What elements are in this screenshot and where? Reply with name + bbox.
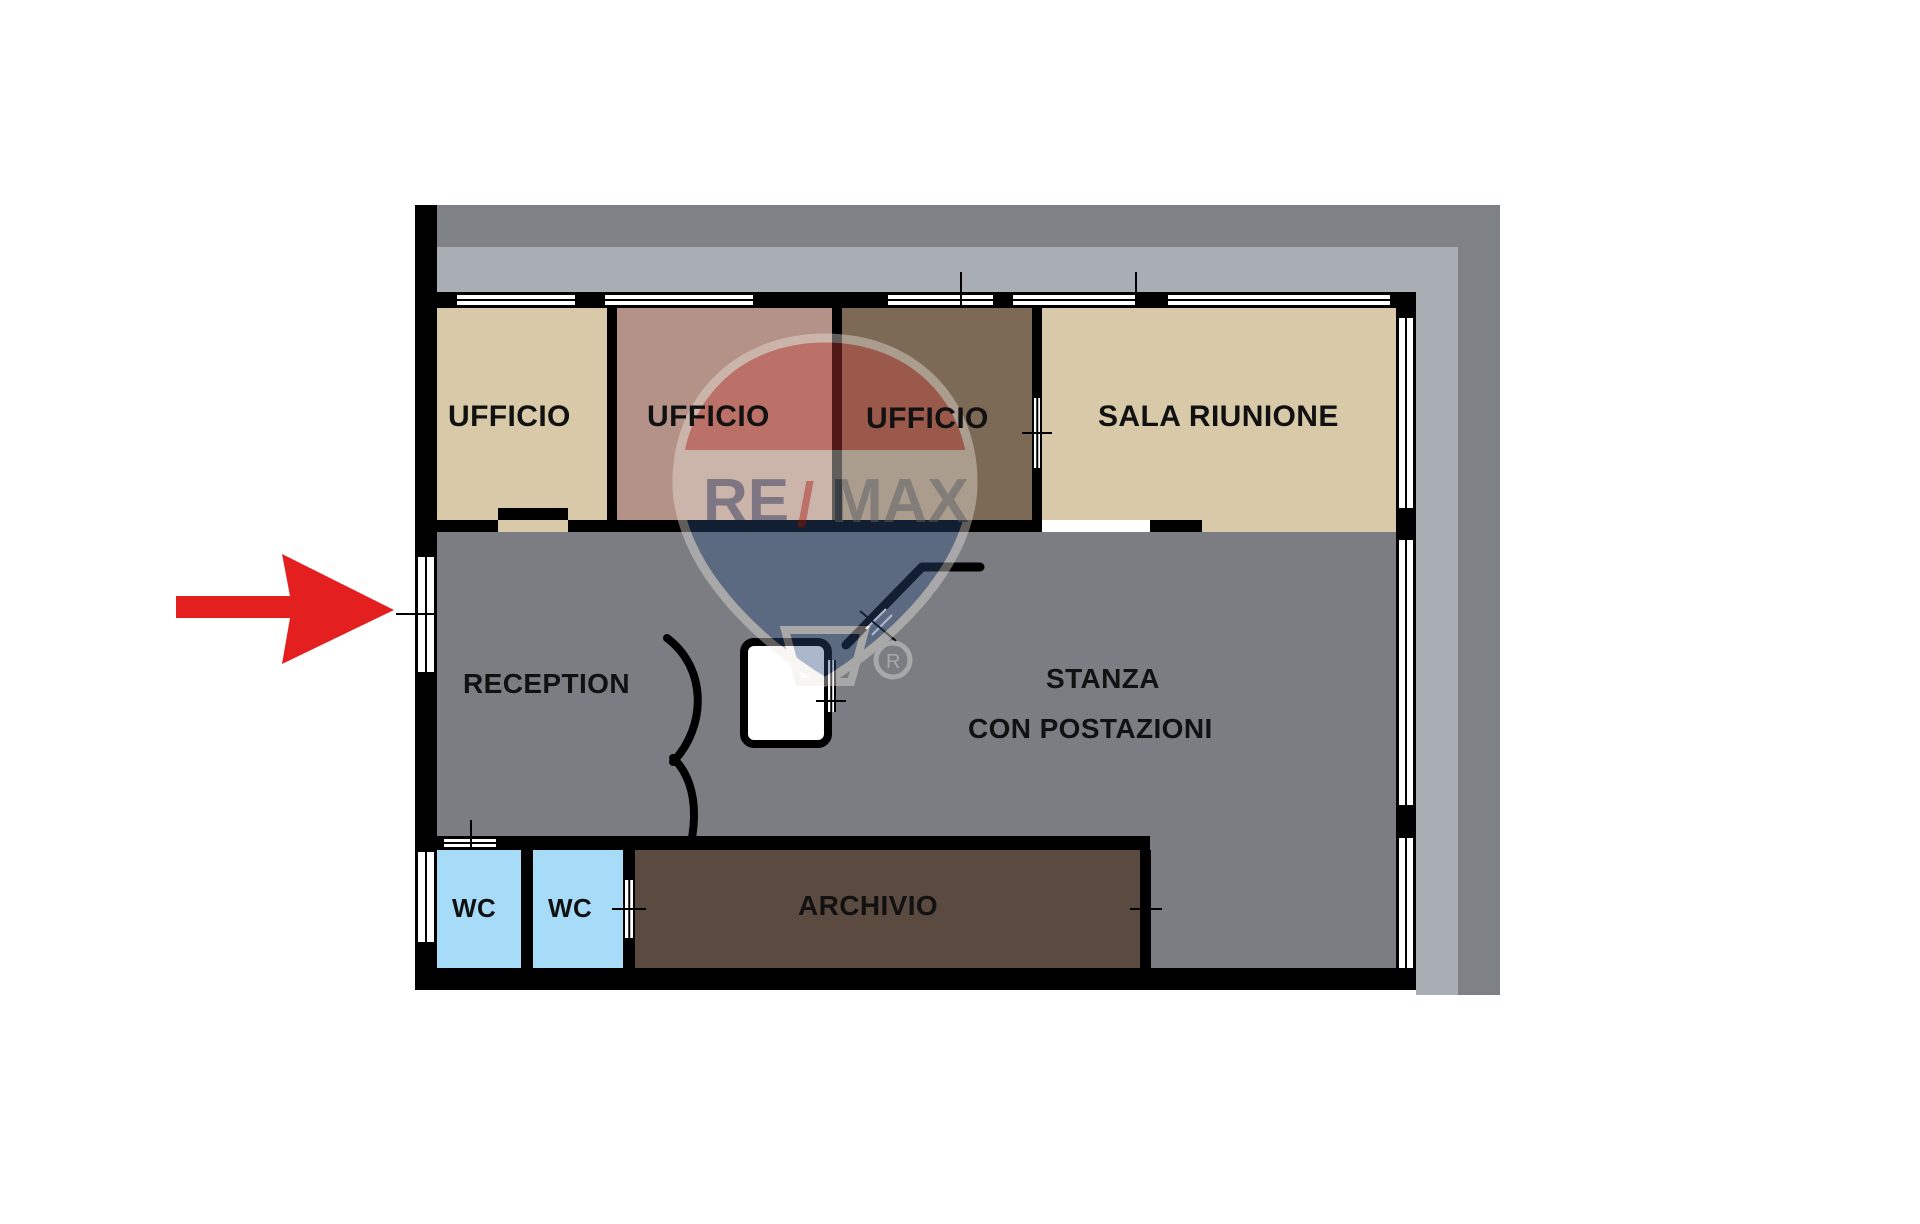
window-right-1 xyxy=(1396,318,1416,508)
wall-sala-step-horizontal xyxy=(1150,520,1202,532)
partition-ufficio1-ufficio2 xyxy=(607,308,617,520)
entrance-arrow xyxy=(176,554,394,664)
entrance-door-tickmark xyxy=(396,613,456,615)
desk-side-tickmark xyxy=(816,700,846,702)
desk-side-door xyxy=(826,660,836,712)
window-right-3 xyxy=(1396,838,1416,968)
partition-archivio-right xyxy=(1140,850,1151,968)
label-ufficio-3: UFFICIO xyxy=(866,402,989,435)
door-wc-2-tickmark xyxy=(612,908,646,910)
wall-bottom-row-top xyxy=(437,836,1150,850)
room-stanza-postazioni-lower xyxy=(1150,582,1396,848)
room-ufficio-3 xyxy=(842,308,1032,520)
label-stanza-line2: CON POSTAZIONI xyxy=(968,713,1213,744)
outer-shadow-right xyxy=(1458,205,1500,995)
label-wc-1: WC xyxy=(452,893,497,923)
label-reception: RECEPTION xyxy=(463,668,630,699)
partition-wc1-wc2 xyxy=(521,850,533,968)
curved-partition-upper xyxy=(663,634,702,766)
label-ufficio-2: UFFICIO xyxy=(647,400,770,433)
window-top-tickmark xyxy=(960,272,962,330)
label-sala-riunione: SALA RIUNIONE xyxy=(1098,400,1339,433)
window-above-wc-1-tickmark xyxy=(470,820,472,864)
window-top-4 xyxy=(1013,292,1136,308)
wall-corridor-top-seg-b xyxy=(498,508,568,520)
window-top-5 xyxy=(1168,292,1390,308)
door-ufficio-1[interactable] xyxy=(498,520,568,532)
window-top-1 xyxy=(457,292,575,308)
label-ufficio-1: UFFICIO xyxy=(448,400,571,433)
room-wc-1 xyxy=(437,850,521,968)
room-sala-riunione xyxy=(1042,308,1396,520)
label-stanza-line1: STANZA xyxy=(1046,663,1160,694)
outer-shadow-top-inner xyxy=(415,247,1455,294)
window-left-bottom xyxy=(415,852,437,942)
door-ufficio3-tickmark xyxy=(1022,432,1052,434)
outer-shadow-top xyxy=(415,205,1500,247)
window-top-3 xyxy=(888,292,993,308)
outer-shadow-right-inner xyxy=(1416,247,1458,995)
room-ufficio-1 xyxy=(437,308,607,520)
wall-corridor-top xyxy=(437,520,1042,532)
window-right-2 xyxy=(1396,540,1416,805)
room-stanza-right-strip xyxy=(1150,848,1396,968)
room-archivio xyxy=(635,850,1150,968)
room-ufficio-2 xyxy=(617,308,832,520)
label-wc-2: WC xyxy=(548,893,593,923)
exterior-wall-bottom xyxy=(415,968,1415,990)
label-archivio: ARCHIVIO xyxy=(798,890,939,921)
window-top-2 xyxy=(605,292,753,308)
partition-ufficio2-ufficio3 xyxy=(832,308,842,520)
diagonal-partition xyxy=(841,562,985,650)
room-wc-2 xyxy=(533,850,623,968)
window-top-tickmark-2 xyxy=(1135,272,1137,330)
